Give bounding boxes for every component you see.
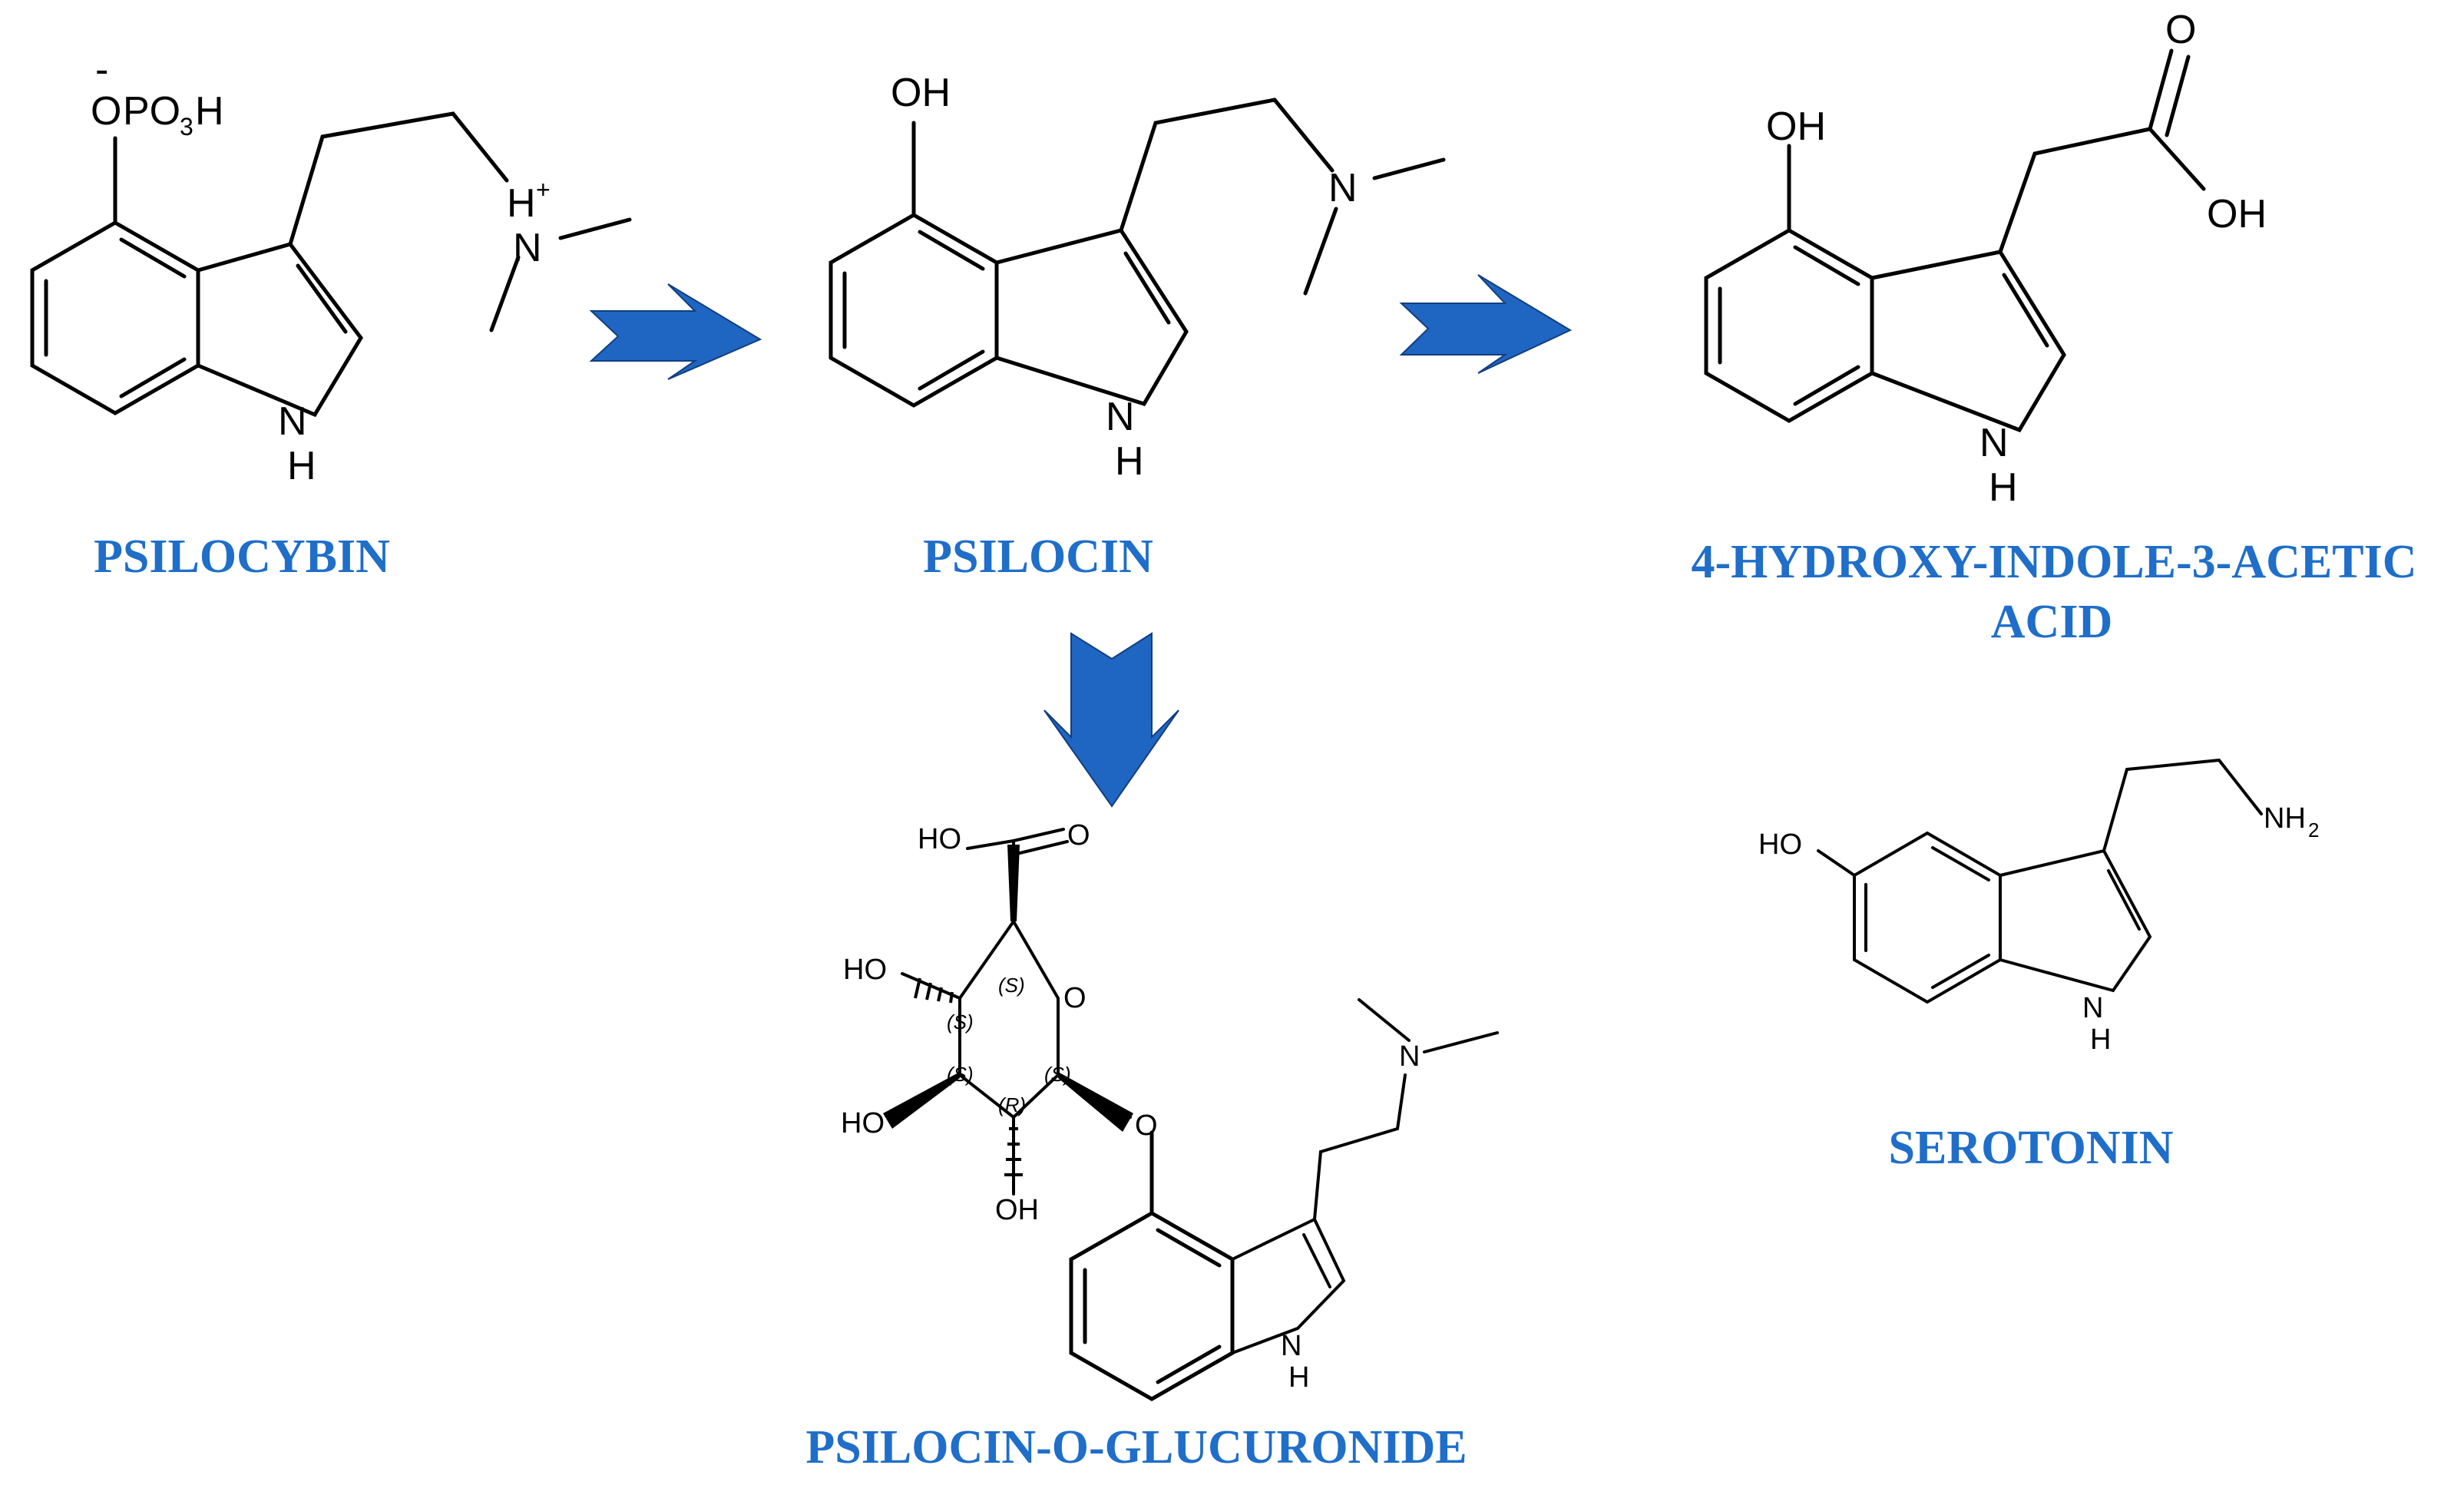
psilocybin-ring-h: H — [287, 444, 316, 488]
glucuronide-ho-left: HO — [843, 954, 887, 986]
glucuronide-stereo-3: (S) — [947, 1063, 974, 1086]
glucuronide-indole-structure — [1069, 998, 1499, 1401]
serotonin-label: SEROTONIN — [1889, 1122, 2174, 1174]
glucuronide-ring-n: N — [1281, 1330, 1301, 1362]
glucuronide-stereo-2: (S) — [947, 1010, 974, 1034]
glucuronide-stereo-1: (S) — [998, 974, 1025, 997]
arrow-psilocybin-to-psilocin — [589, 283, 762, 380]
hiaa-acid-oh: OH — [2207, 192, 2267, 236]
hiaa-ring-n: N — [1979, 421, 2009, 465]
glucuronide-ring-h: H — [1288, 1361, 1309, 1394]
serotonin-structure — [1817, 758, 2263, 1004]
hiaa-label-line2: ACID — [1991, 596, 2112, 648]
psilocybin-structure — [30, 111, 632, 418]
psilocybin-amine-charge: + — [536, 176, 551, 203]
psilocin-amine-n: N — [1328, 166, 1358, 210]
psilocybin-phosphate-charge: - — [95, 48, 108, 92]
glucuronide-amine-n: N — [1399, 1040, 1420, 1073]
psilocybin-phosphate-subscript: 3 — [180, 113, 193, 141]
glucuronide-stereo-4: (R) — [998, 1093, 1026, 1116]
glucuronide-wedge-bond-ho — [883, 1072, 960, 1129]
psilocin-label: PSILOCIN — [923, 531, 1153, 583]
glucuronide-oh-bottom: OH — [995, 1194, 1039, 1226]
psilocybin-amine-h: H — [507, 181, 536, 226]
hiaa-oh: OH — [1766, 104, 1826, 149]
glucuronide-acid-o: O — [1067, 819, 1090, 852]
psilocin-oh: OH — [891, 71, 951, 115]
serotonin-ring-n: N — [2082, 992, 2103, 1024]
glucuronide-hash-bond-left — [914, 977, 954, 1004]
serotonin-nh: NH — [2264, 802, 2306, 835]
arrow-psilocin-to-hiaa — [1399, 274, 1573, 374]
psilocybin-label: PSILOCYBIN — [94, 531, 390, 583]
glucuronide-acid-ho: HO — [918, 823, 961, 855]
hiaa-carbonyl-o: O — [2165, 8, 2196, 52]
glucuronide-link-o: O — [1135, 1110, 1158, 1142]
glucuronide-label: PSILOCIN-O-GLUCURONIDE — [805, 1421, 1467, 1473]
psilocybin-phosphate-h: H — [195, 89, 224, 134]
serotonin-ho: HO — [1758, 828, 1802, 861]
glucuronide-hash-bond-bottom — [1004, 1127, 1023, 1176]
glucuronide-stereo-5: (S) — [1044, 1063, 1071, 1086]
glucuronide-wedge-bond-o — [1058, 1072, 1133, 1132]
psilocybin-phosphate-o: O — [91, 89, 121, 134]
psilocin-ring-n: N — [1106, 395, 1135, 439]
serotonin-nh-subscript: 2 — [2308, 819, 2319, 842]
serotonin-ring-h: H — [2090, 1024, 2111, 1056]
psilocin-structure — [828, 98, 1446, 408]
glucuronide-wedge-bond-cooh — [1007, 845, 1020, 921]
psilocybin-amine-n: N — [513, 226, 542, 270]
hiaa-label-line1: 4-HYDROXY-INDOLE-3-ACETIC — [1692, 536, 2417, 588]
glucuronide-ring-o: O — [1063, 982, 1086, 1014]
psilocybin-ring-n: N — [278, 399, 307, 444]
psilocin-ring-h: H — [1115, 439, 1144, 484]
glucuronide-ho-lower: HO — [841, 1107, 885, 1139]
hiaa-structure — [1704, 48, 2206, 433]
hiaa-ring-h: H — [1989, 465, 2018, 510]
arrow-psilocin-to-glucuronide — [1043, 632, 1179, 808]
psilocybin-phosphate-p: PO — [123, 89, 180, 134]
